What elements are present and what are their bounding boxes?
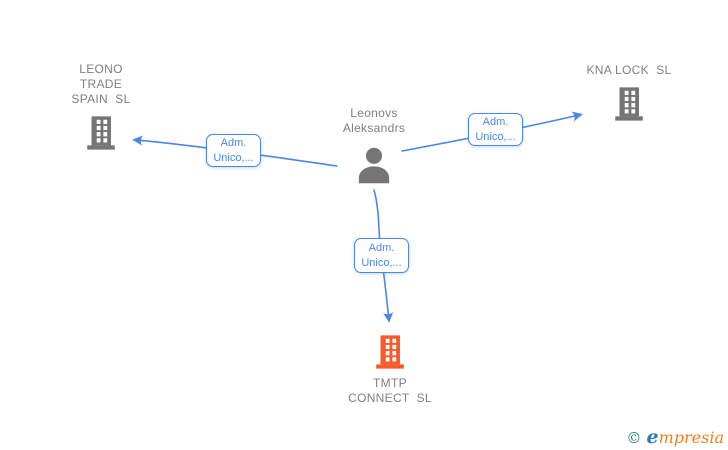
edge-label-line: Unico,... xyxy=(361,256,402,269)
company-node-tmtp-connect-sl[interactable]: TMTP CONNECT SL xyxy=(330,332,450,406)
company-name: TMTP CONNECT SL xyxy=(348,376,432,406)
edge-label-adm-unico-leono[interactable]: Adm. Unico,... xyxy=(206,134,261,167)
company-name-line: SPAIN SL xyxy=(71,92,131,106)
company-node-leono-trade-spain-sl[interactable]: LEONO TRADE SPAIN SL xyxy=(41,62,161,153)
company-name-line: KNA LOCK SL xyxy=(586,63,672,77)
person-name-line: Leonovs xyxy=(350,106,398,120)
edge-label-line: Unico,... xyxy=(213,151,254,164)
brand-rest: mpresia xyxy=(658,428,724,447)
person-icon xyxy=(358,147,390,184)
empresia-watermark: © empresia xyxy=(626,426,724,448)
brand-first-letter: e xyxy=(646,426,659,448)
company-name-line: TRADE xyxy=(79,77,123,91)
copyright-symbol: © xyxy=(626,429,642,447)
edge-label-line: Adm. xyxy=(368,241,395,254)
company-node-kna-lock-sl[interactable]: KNA LOCK SL xyxy=(567,63,691,124)
edge-label-adm-unico-tmtp[interactable]: Adm. Unico,... xyxy=(354,238,409,273)
edge-label-adm-unico-kna[interactable]: Adm. Unico,... xyxy=(468,113,523,146)
company-name: LEONO TRADE SPAIN SL xyxy=(71,62,130,107)
company-name-line: CONNECT SL xyxy=(348,391,432,405)
company-name-line: TMTP xyxy=(373,376,407,390)
edge-label-line: Adm. xyxy=(482,115,509,128)
building-icon xyxy=(87,116,115,150)
company-name: KNA LOCK SL xyxy=(587,63,672,78)
person-name-line: Aleksandrs xyxy=(342,121,406,135)
person-node-leonovs-aleksandrs[interactable]: Leonovs Aleksandrs xyxy=(322,106,426,189)
edge-label-line: Unico,... xyxy=(475,130,516,143)
company-name-line: LEONO xyxy=(79,62,123,76)
building-icon-highlighted xyxy=(376,335,404,369)
person-name: Leonovs Aleksandrs xyxy=(343,106,405,136)
edge-label-line: Adm. xyxy=(220,136,247,149)
building-icon xyxy=(615,87,643,121)
